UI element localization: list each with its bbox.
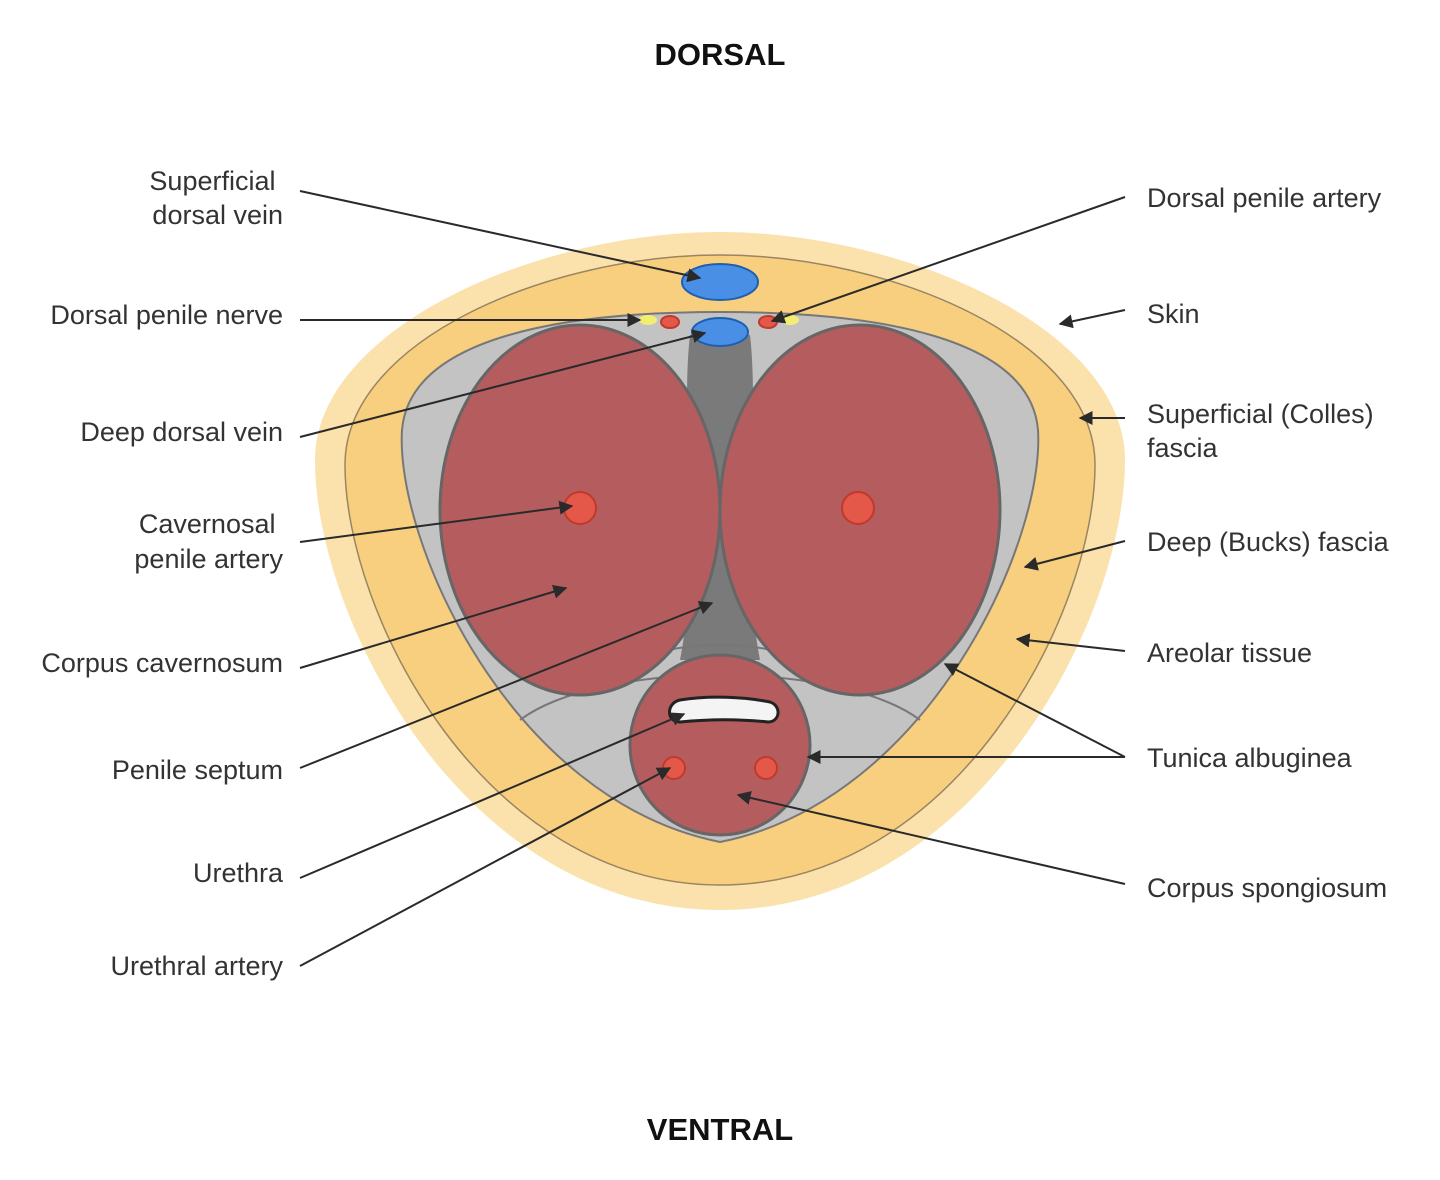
dorsal-penile-nerve-left xyxy=(639,315,657,325)
label-corpus-spongiosum: Corpus spongiosum xyxy=(1147,873,1387,903)
leader-corpus-cavernosum xyxy=(299,584,568,669)
label-dorsal-penile-artery: Dorsal penile artery xyxy=(1147,183,1382,213)
label-urethral-artery: Urethral artery xyxy=(110,951,283,981)
leader-urethra xyxy=(299,712,686,879)
leader-penile-septum xyxy=(299,601,714,769)
label-deep-dorsal-vein: Deep dorsal vein xyxy=(80,417,283,447)
leader-areolar-tissue xyxy=(1015,633,1126,652)
label-superficial-colles-fascia: Superficial (Colles) fascia xyxy=(1147,399,1381,463)
corpus-spongiosum xyxy=(628,653,812,837)
label-dorsal-penile-nerve: Dorsal penile nerve xyxy=(50,300,283,330)
urethral-artery-left xyxy=(662,756,686,780)
deep-dorsal-vein xyxy=(691,317,749,347)
urethral-artery-right xyxy=(754,756,778,780)
dorsal-heading: DORSAL xyxy=(655,37,786,72)
leader-deep-dorsal-vein xyxy=(299,329,707,438)
leader-tunica-albuginea-upper xyxy=(943,663,1126,758)
leader-corpus-spongiosum xyxy=(736,791,1126,885)
label-deep-bucks-fascia: Deep (Bucks) fascia xyxy=(1147,527,1390,557)
leader-deep-bucks-fascia xyxy=(1023,540,1126,571)
leader-urethral-artery xyxy=(299,767,672,967)
dorsal-penile-artery-right xyxy=(758,315,778,329)
label-cavernosal-penile-artery: Cavernosal penile artery xyxy=(134,509,283,574)
leader-cavernosal-penile-artery xyxy=(299,500,574,543)
label-corpus-cavernosum: Corpus cavernosum xyxy=(41,648,283,678)
label-penile-septum: Penile septum xyxy=(112,755,283,785)
label-tunica-albuginea: Tunica albuginea xyxy=(1147,743,1353,773)
label-superficial-dorsal-vein: Superficial dorsal vein xyxy=(149,166,283,230)
leader-superficial-dorsal-vein xyxy=(299,190,702,283)
dorsal-penile-artery-left xyxy=(660,315,680,329)
label-urethra: Urethra xyxy=(193,858,284,888)
label-areolar-tissue: Areolar tissue xyxy=(1147,638,1312,668)
urethra-lumen xyxy=(668,695,780,724)
leader-skin xyxy=(1058,309,1126,329)
ventral-heading: VENTRAL xyxy=(647,1112,793,1147)
leader-dorsal-penile-artery xyxy=(770,196,1126,324)
superficial-dorsal-vein xyxy=(681,263,759,301)
cavernosal-artery-right xyxy=(841,491,875,525)
label-skin: Skin xyxy=(1147,299,1200,329)
cavernosal-artery-left xyxy=(563,491,597,525)
